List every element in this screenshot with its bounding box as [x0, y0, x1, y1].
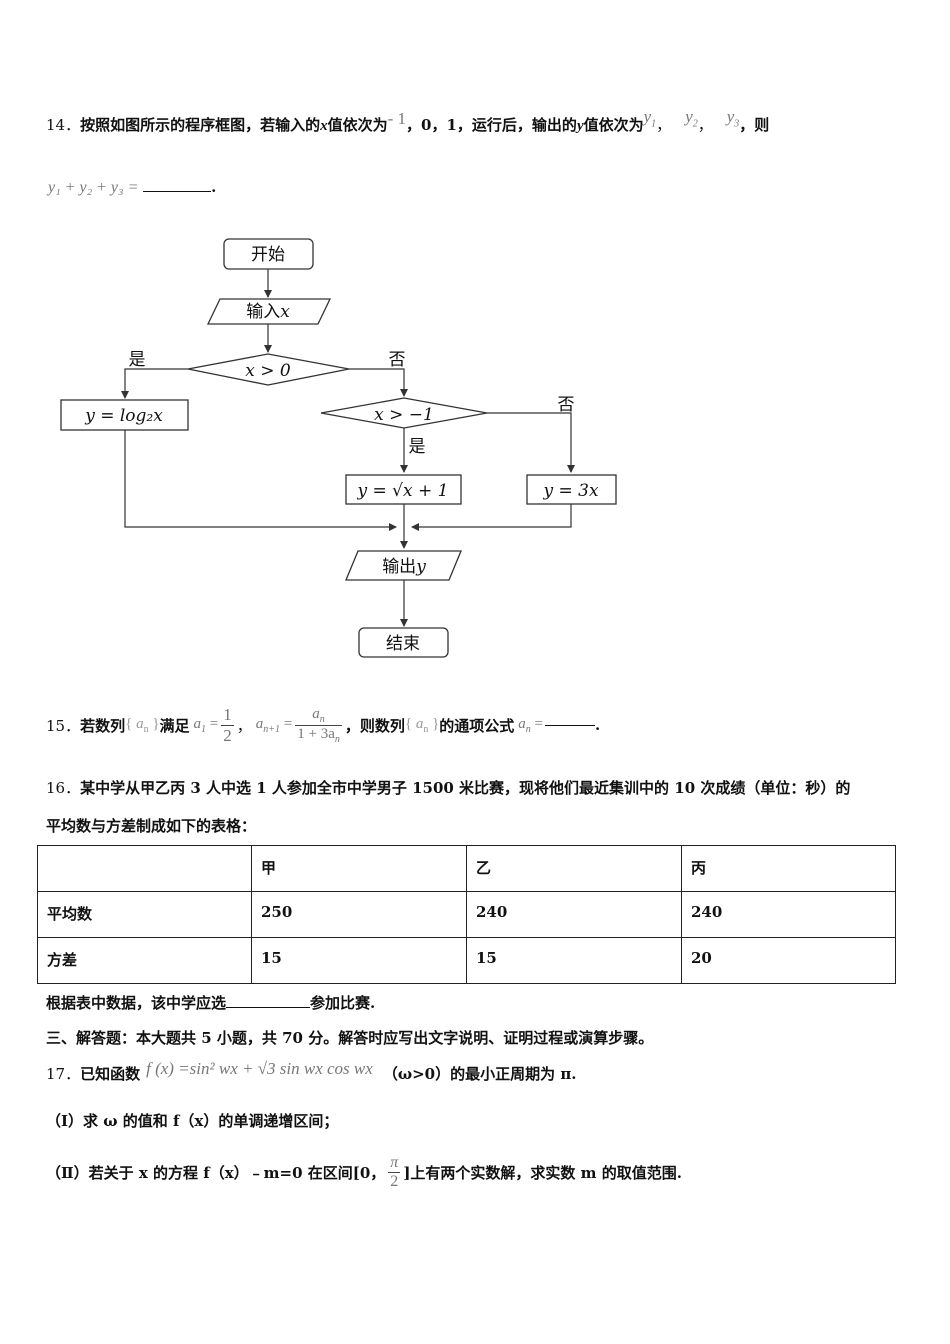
flowchart-cond1-no-label: 否 [389, 350, 406, 370]
arrow-cond1-yes [121, 368, 188, 399]
q14-y3: y3 [726, 107, 740, 130]
q14-text-5: ，则 [739, 116, 770, 134]
q16-line2: 平均数与方差制成如下的表格： [46, 815, 256, 836]
q15-period: . [595, 716, 601, 734]
q17-part2-text-2: ]上有两个实数解，求实数 m 的取值范围. [403, 1163, 682, 1182]
arrow-cond1-no [349, 368, 408, 397]
q17-text-2: （ω>0）的最小正周期为 π. [382, 1064, 577, 1083]
table-cell: 15 [251, 937, 467, 984]
table-header-cell [37, 845, 252, 892]
table-cell: 240 [681, 891, 896, 938]
table-cell: 250 [251, 891, 467, 938]
flowchart-input-label: 输入x [246, 302, 290, 322]
q17-function: f (x) =sin² wx + √3 sin wx cos wx [146, 1059, 373, 1078]
table-cell: 240 [466, 891, 682, 938]
q17-line1: 17．已知函数 f (x) =sin² wx + √3 sin wx cos w… [46, 1055, 577, 1091]
table-header-cell: 乙 [466, 845, 682, 892]
q14-sum-expression: y₁ + y₂ + y₃ = [48, 179, 139, 196]
q15-comma: ， [236, 716, 252, 735]
flowchart-output-box [345, 550, 462, 581]
q14-var-y: y [576, 118, 584, 134]
q15-text-1: 若数列 [80, 716, 126, 735]
q15-a1: a1 = [193, 715, 219, 735]
q15-text-3: ，则数列 [344, 716, 405, 735]
table-header-row: 甲 乙 丙 [37, 845, 896, 892]
q15-answer-blank [545, 724, 596, 726]
q15-sequence: { an } [125, 715, 160, 735]
arrow-3x-merge [411, 504, 572, 531]
q14-text-3: ，0，1，运行后，输出的 [406, 116, 577, 134]
q14-text-1: 按照如图所示的程序框图，若输入的 [80, 116, 321, 134]
q14-line1: 14．按照如图所示的程序框图，若输入的x值依次为- 1，0，1，运行后，输出的y… [46, 107, 770, 134]
q15-an: an = [518, 715, 544, 735]
q15-text-2: 满足 [159, 716, 190, 735]
q14-answer-blank [143, 191, 212, 192]
flowchart-log-label: y = log₂x [84, 406, 163, 426]
q16-text-2: 平均数与方差制成如下的表格： [46, 817, 257, 835]
q15-number: 15． [46, 716, 81, 735]
section-3-heading: 三、解答题：本大题共 5 小题，共 70 分。解答时应写出文字说明、证明过程或演… [46, 1029, 654, 1047]
q14-line2: y₁ + y₂ + y₃ = . [48, 178, 216, 197]
q15-text-4: 的通项公式 [439, 716, 515, 735]
q14-y1: y1 [643, 107, 657, 130]
q16-after-text-1: 根据表中数据，该中学应选 [46, 994, 227, 1012]
q14-number: 14． [46, 116, 81, 134]
arrow-log-merge [124, 430, 397, 531]
q14-text-2: 值依次为 [327, 116, 388, 134]
flowchart-start-label: 开始 [251, 245, 285, 265]
q17-number: 17． [46, 1064, 81, 1083]
flowchart-3x-label: y = 3x [542, 481, 598, 501]
q16-answer-blank [226, 1007, 311, 1008]
q16-text-1: 某中学从甲乙丙 3 人中选 1 人参加全市中学男子 1500 米比赛，现将他们最… [80, 779, 851, 797]
program-flowchart: 开始 输入x x > 0 是 否 y = log₂x x > −1 是 否 y … [60, 238, 617, 658]
flowchart-sqrt-label: y = √x + 1 [357, 481, 449, 501]
q17-part1: （Ⅰ）求 ω 的值和 f（x）的单调递增区间； [46, 1112, 339, 1130]
flowchart-output-label: 输出y [382, 557, 426, 577]
q15-sequence-2: { an } [404, 715, 440, 735]
q14-var-x: x [320, 118, 328, 134]
q16-number: 16． [46, 779, 81, 797]
q16-stats-table: 甲 乙 丙 平均数 250 240 240 方差 15 15 20 [37, 845, 896, 984]
table-cell: 平均数 [37, 891, 252, 938]
q14-text-4: 值依次为 [583, 116, 644, 134]
table-cell: 方差 [37, 937, 252, 984]
table-cell: 20 [681, 937, 896, 984]
q16-line1: 16．某中学从甲乙丙 3 人中选 1 人参加全市中学男子 1500 米比赛，现将… [46, 777, 850, 798]
flowchart-cond1-yes-label: 是 [129, 350, 146, 370]
table-row: 方差 15 15 20 [37, 937, 896, 984]
q14-y2: y2 [685, 107, 698, 130]
q16-after-text-2: 参加比赛. [310, 994, 376, 1012]
flowchart-cond2-label: x > −1 [374, 405, 434, 425]
flowchart-cond1-label: x > 0 [245, 361, 291, 381]
flowchart-input-box [206, 298, 332, 325]
table-row: 平均数 250 240 240 [37, 891, 896, 938]
flowchart-end-box [358, 627, 449, 658]
table-header-cell: 甲 [251, 845, 467, 892]
q15-recurrence-lhs: an+1 = [255, 715, 293, 735]
flowchart-cond2-yes-label: 是 [409, 437, 426, 457]
table-cell: 15 [466, 937, 682, 984]
arrow-cond2-no [487, 412, 575, 473]
flowchart-end-label: 结束 [386, 634, 420, 654]
q17-text-1: 已知函数 [80, 1064, 141, 1083]
q14-input-values: - 1 [387, 109, 407, 128]
table-header-cell: 丙 [681, 845, 896, 892]
q16-after-table: 根据表中数据，该中学应选 参加比赛. [46, 992, 375, 1013]
q14-period: . [211, 178, 217, 196]
flowchart-cond2-no-label: 否 [558, 395, 575, 415]
q17-part2-text-1: （Ⅱ）若关于 x 的方程 f（x）﹣m=0 在区间[0， [46, 1163, 386, 1182]
